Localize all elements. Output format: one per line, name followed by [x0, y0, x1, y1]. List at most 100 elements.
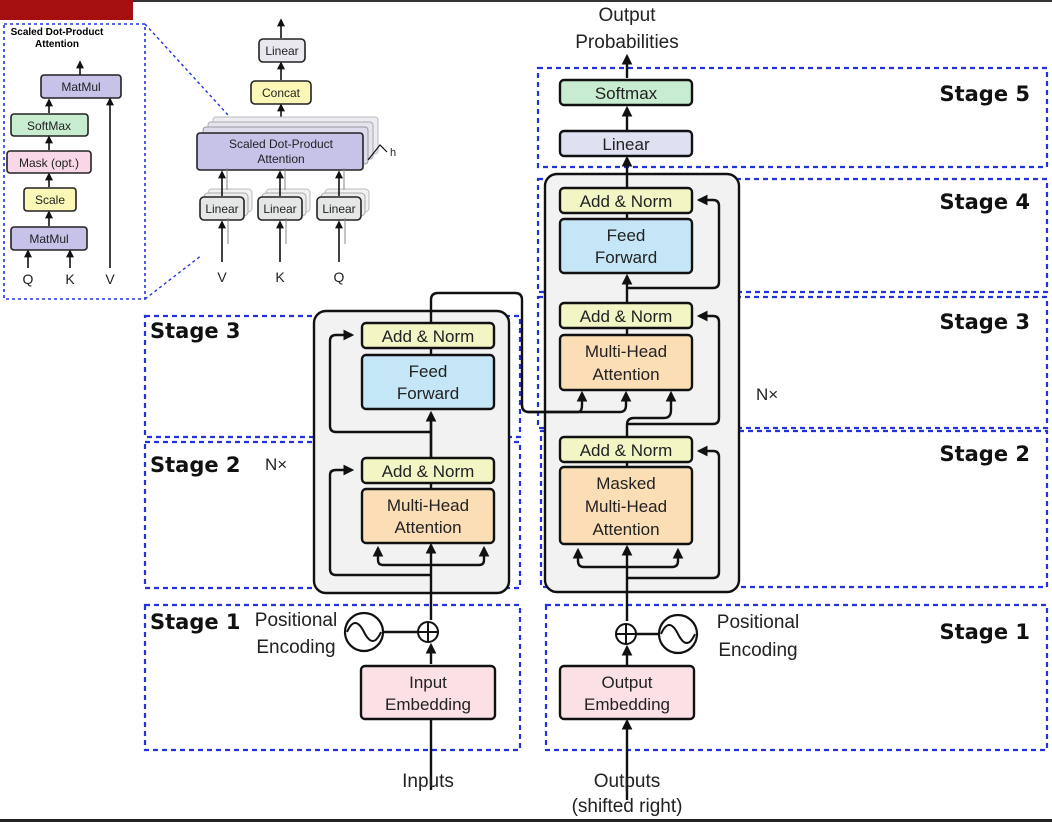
dec-pos-enc-line2: Encoding — [718, 640, 797, 661]
mh-linear-q-label: Linear — [322, 202, 355, 216]
dec-nx: N× — [756, 385, 778, 404]
inset-q: Q — [23, 271, 34, 287]
inset-scale-box — [23, 187, 77, 212]
dec-add-norm-top: Add & Norm — [580, 192, 673, 211]
dec-softmax-box — [558, 78, 694, 107]
enc-feed-forward-line2: Forward — [397, 384, 459, 403]
mh-concat-box — [250, 80, 312, 105]
dec-stage5-border — [536, 66, 1049, 169]
dec-stage1-label: Stage 1 — [939, 620, 1030, 644]
enc-feed-forward-line1: Feed — [409, 362, 448, 381]
dec-outputs-line1: Outputs — [594, 771, 661, 792]
inset-softmax: SoftMax — [27, 119, 71, 133]
mh-h-label: h — [390, 147, 396, 159]
enc-add-norm-top: Add & Norm — [382, 327, 475, 346]
inset-k: K — [65, 271, 75, 287]
inset-mask-box — [6, 150, 92, 174]
dec-add-norm-bottom: Add & Norm — [580, 441, 673, 460]
inset-matmul-bottom: MatMul — [29, 232, 68, 246]
top-border — [133, 0, 1052, 2]
enc-stage1-border — [143, 603, 522, 752]
multihead-detail: Linear Concat Scaled Dot-Product Attenti… — [196, 18, 396, 285]
dec-embedding-line2: Embedding — [584, 695, 670, 714]
dec-add-norm-bottom-box — [558, 435, 694, 464]
dec-stage3-label: Stage 3 — [939, 310, 1030, 334]
enc-embedding-line2: Embedding — [385, 695, 471, 714]
dec-mha-line1: Multi-Head — [585, 342, 667, 361]
mh-input-v: V — [217, 269, 227, 285]
inset-matmul-bottom-box — [10, 226, 88, 251]
zoom-line-top — [144, 23, 229, 116]
mh-linear-q: Linear — [316, 168, 370, 262]
enc-mha-line2: Attention — [394, 518, 461, 537]
dec-stage5-label: Stage 5 — [939, 82, 1030, 106]
inset-title-line1: Scaled Dot-Product — [11, 27, 104, 38]
mh-input-q: Q — [334, 269, 345, 285]
dec-stage1-border — [544, 603, 1049, 752]
inset-matmul-top: MatMul — [61, 80, 100, 94]
encoder: Add & Norm Feed Forward Add & Norm Multi… — [255, 309, 511, 792]
enc-inputs: Inputs — [402, 771, 454, 792]
mh-attention-box — [196, 132, 364, 171]
dec-stage2-border — [539, 429, 1049, 589]
enc-pos-enc-line2: Encoding — [256, 637, 335, 658]
dec-pos-enc-line1: Positional — [717, 612, 799, 633]
dec-add-norm-mid: Add & Norm — [580, 307, 673, 326]
mh-attention-line2: Attention — [257, 152, 304, 166]
enc-add-norm-bottom: Add & Norm — [382, 462, 475, 481]
mh-attention-line1: Scaled Dot-Product — [229, 137, 334, 151]
enc-feed-forward-box — [360, 353, 496, 411]
dec-mha-line2: Attention — [592, 365, 659, 384]
dec-embedding-line1: Output — [601, 673, 652, 692]
dec-output-line1: Output — [598, 5, 656, 26]
header-bar — [0, 0, 133, 20]
zoom-line-bottom — [144, 254, 203, 300]
mh-linear-v: Linear — [199, 168, 253, 262]
dec-feed-forward-line2: Forward — [595, 248, 657, 267]
enc-nx: N× — [265, 455, 287, 474]
mh-concat: Concat — [262, 86, 301, 100]
inset-border — [3, 23, 146, 300]
bottom-border — [0, 819, 1052, 822]
dec-stage4-border — [536, 177, 1049, 294]
enc-stage2-label: Stage 2 — [150, 453, 241, 477]
dec-outputs-line2: (shifted right) — [572, 796, 683, 817]
mh-linear-k: Linear — [257, 168, 311, 262]
dec-masked-line2: Multi-Head — [585, 497, 667, 516]
encoder-container — [312, 309, 511, 595]
inset-v: V — [105, 271, 115, 287]
scaled-attention-inset: Scaled Dot-Product Attention MatMul Soft… — [3, 23, 229, 300]
inset-scale: Scale — [35, 193, 65, 207]
dec-feed-forward-line1: Feed — [607, 226, 646, 245]
inset-matmul-top-box — [40, 74, 122, 99]
enc-add-norm-top-box — [360, 321, 496, 350]
dec-linear-box — [558, 129, 694, 158]
mh-linear-top-box — [258, 38, 306, 63]
enc-pos-enc-line1: Positional — [255, 610, 337, 631]
enc-add-norm-bottom-box — [360, 456, 496, 485]
enc-stage1-label: Stage 1 — [150, 610, 241, 634]
enc-embedding-line1: Input — [409, 673, 447, 692]
inset-softmax-box — [10, 113, 89, 137]
mh-linear-k-label: Linear — [263, 202, 296, 216]
dec-stage2-label: Stage 2 — [939, 442, 1030, 466]
dec-masked-line3: Attention — [592, 520, 659, 539]
enc-stage3-border — [143, 314, 522, 439]
enc-mha-box — [360, 487, 496, 545]
dec-masked-line1: Masked — [596, 474, 656, 493]
enc-mha-line1: Multi-Head — [387, 496, 469, 515]
inset-mask: Mask (opt.) — [19, 156, 79, 170]
dec-softmax: Softmax — [595, 84, 658, 103]
enc-embedding-box — [359, 664, 497, 721]
dec-masked-mha-box — [558, 465, 694, 546]
dec-stage4-label: Stage 4 — [939, 190, 1030, 214]
dec-embedding-box — [558, 664, 696, 721]
enc-stage3-label: Stage 3 — [150, 319, 241, 343]
inset-title-line2: Attention — [35, 39, 79, 50]
dec-stage3-border — [536, 295, 1049, 430]
mh-input-k: K — [275, 269, 285, 285]
mh-linear-v-label: Linear — [205, 202, 238, 216]
dec-linear: Linear — [602, 135, 650, 154]
mh-linear-top: Linear — [265, 44, 298, 58]
